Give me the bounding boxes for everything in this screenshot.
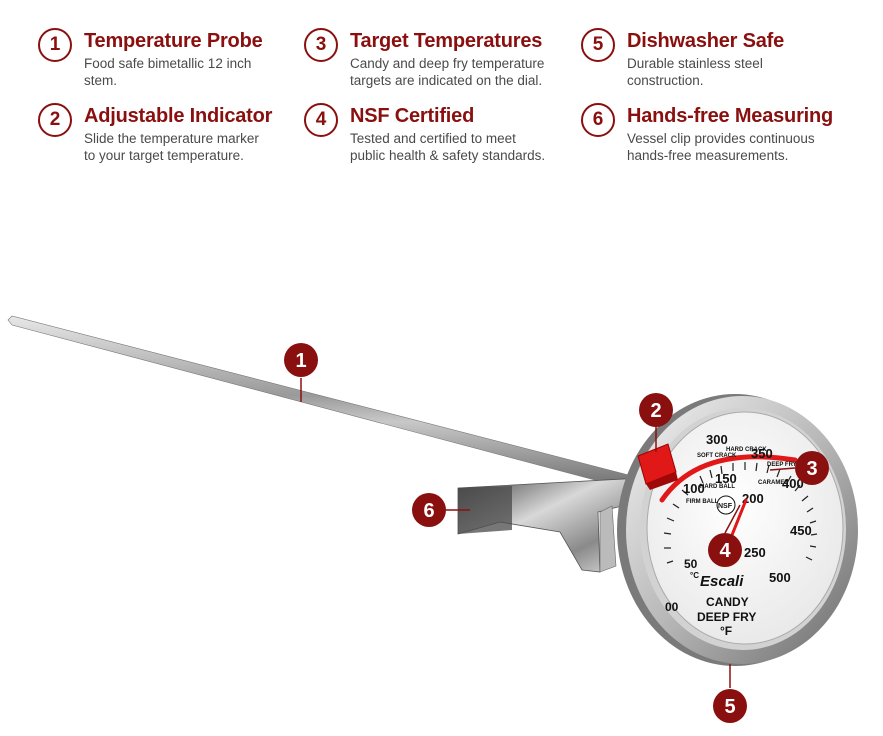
zone-deep-frying: DEEP FRYING [767,462,808,468]
callout-4: 4 [708,533,742,567]
feature-title: Adjustable Indicator [84,105,273,127]
feature-description: Slide the temperature marker to your tar… [84,130,304,164]
callout-3: 3 [795,451,829,485]
callout-5: 5 [713,689,747,723]
zone-hard-ball: HARD BALL [700,484,735,490]
probe-stem [7,315,641,493]
dial-label-unit: °F [720,624,732,638]
callout-2-number: 2 [650,400,661,422]
feature-description-line: construction. [627,73,704,88]
callout-1: 1 [284,343,318,377]
callout-6-number: 6 [423,500,434,522]
feature-description-line: Durable stainless steel [627,56,763,71]
brand-logo: Escali [700,573,744,590]
adjustable-indicator-marker [637,443,678,490]
feature-title: Temperature Probe [84,30,263,52]
vessel-clip [457,477,647,573]
target-temperature-arc [659,454,798,503]
feature-number-badge: 5 [581,28,615,62]
feature-number-badge: 1 [38,28,72,62]
feature-description-line: targets are indicated on the dial. [350,73,543,88]
zone-soft-crack: SOFT CRACK [697,453,737,459]
nsf-mark-label: NSF [718,503,733,510]
scale-label-0: 00 [665,600,679,614]
scale-label-250: 250 [744,545,766,560]
callout-1-number: 1 [295,350,306,372]
callout-lines [300,378,796,688]
feature-number-badge: 4 [304,103,338,137]
feature-title: Hands-free Measuring [627,105,834,127]
nsf-mark-icon [716,495,736,515]
callout-2: 2 [639,393,673,427]
feature-number-badge: 6 [581,103,615,137]
feature-description-line: Candy and deep fry temperature [350,56,545,71]
feature-description-line: Tested and certified to meet [350,131,516,146]
callout-3-number: 3 [806,458,817,480]
zone-caramel: CARAMEL [758,480,788,486]
callout-5-number: 5 [724,696,735,718]
scale-label-350: 350 [751,446,773,461]
dial-label-candy: CANDY [706,595,749,609]
feature-description-line: to your target temperature. [84,148,244,163]
scale-label-200: 200 [742,491,764,506]
feature-title: Target Temperatures [350,30,543,52]
feature-description: Vessel clip provides continuous hands-fr… [627,130,847,164]
feature-description-line: Slide the temperature marker [84,131,259,146]
zone-hard-crack: HARD CRACK [726,447,767,453]
scale-label-100: 100 [683,481,705,496]
feature-description: Durable stainless steel construction. [627,55,847,89]
celsius-mark: °C [690,571,699,580]
scale-label-150: 150 [715,471,737,486]
feature-number-badge: 3 [304,28,338,62]
feature-title: Dishwasher Safe [627,30,785,52]
feature-description-line: Vessel clip provides continuous [627,131,815,146]
scale-label-300: 300 [706,432,728,447]
feature-description-line: public health & safety standards. [350,148,546,163]
feature-description: Tested and certified to meet public heal… [350,130,570,164]
feature-description-line: hands-free measurements. [627,148,789,163]
zone-firm-ball: FIRM BALL [686,499,719,505]
feature-description-line: stem. [84,73,118,88]
scale-label-400: 400 [782,476,804,491]
dial-gauge: 300 350 400 450 500 150 200 250 100 50 0… [617,394,858,666]
callout-4-number: 4 [719,540,731,562]
dial-ticks [663,462,818,564]
scale-label-450: 450 [790,523,812,538]
scale-label-50: 50 [684,557,698,571]
scale-label-500: 500 [769,570,791,585]
callout-6: 6 [412,493,446,527]
feature-description: Candy and deep fry temperature targets a… [350,55,570,89]
feature-title: NSF Certified [350,105,475,127]
feature-number-badge: 2 [38,103,72,137]
feature-description: Food safe bimetallic 12 inch stem. [84,55,304,89]
dial-label-deep-fry: DEEP FRY [697,610,756,624]
feature-description-line: Food safe bimetallic 12 inch [84,56,252,71]
